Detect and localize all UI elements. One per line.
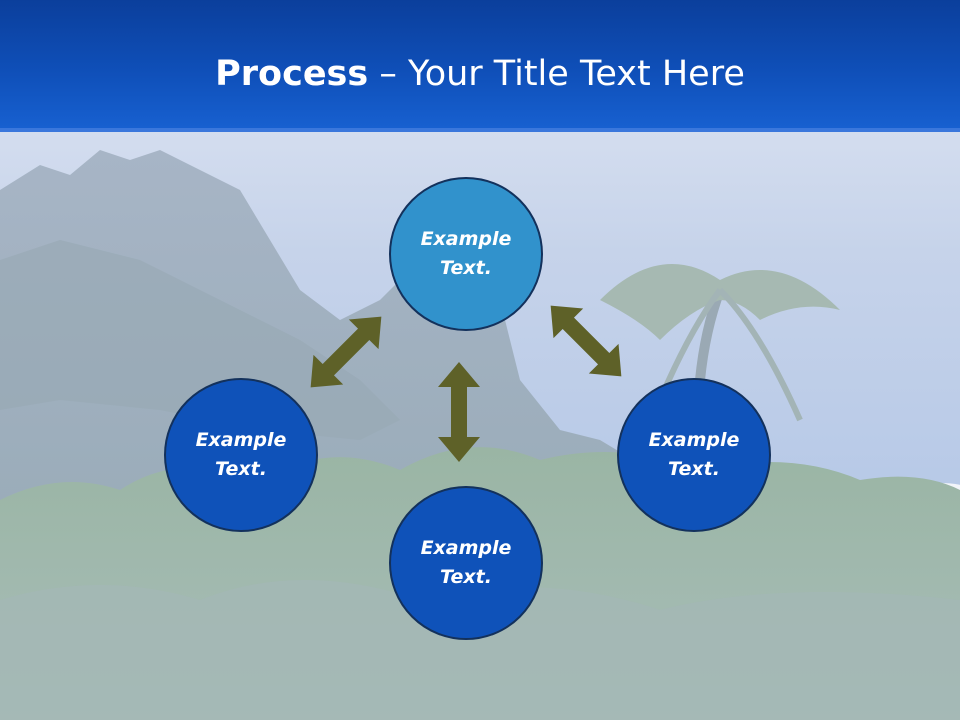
slide-title: Process – Your Title Text Here: [0, 52, 960, 96]
title-bar: Process – Your Title Text Here: [0, 0, 960, 132]
process-node-top-label: Example Text.: [420, 228, 512, 279]
title-bold-part: Process: [215, 54, 369, 94]
process-node-bottom[interactable]: Example Text.: [389, 486, 543, 640]
process-node-right[interactable]: Example Text.: [617, 378, 771, 532]
title-rest-part: – Your Title Text Here: [368, 54, 745, 94]
process-node-left-label: Example Text.: [195, 429, 287, 480]
process-node-top[interactable]: Example Text.: [389, 177, 543, 331]
process-node-left[interactable]: Example Text.: [164, 378, 318, 532]
process-node-right-label: Example Text.: [648, 429, 740, 480]
process-node-bottom-label: Example Text.: [420, 537, 512, 588]
